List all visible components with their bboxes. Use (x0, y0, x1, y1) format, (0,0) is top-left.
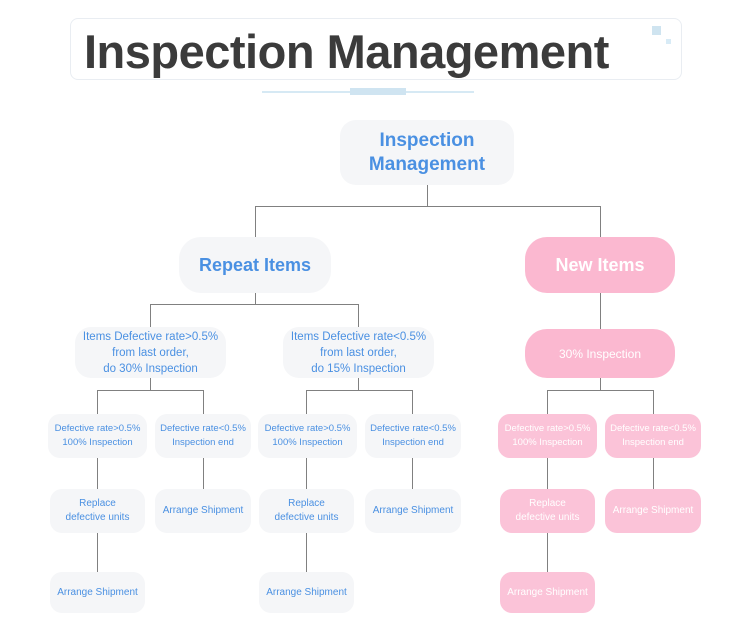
connector-root-horizontal (255, 206, 600, 207)
connector-new-horizontal (547, 390, 653, 391)
connector-new-30-down (600, 378, 601, 390)
connector-new-lt-down (653, 458, 654, 490)
node-repeat-low-arrange-shipment[interactable]: Arrange Shipment (365, 489, 461, 533)
connector-to-repeat-high-gt (97, 390, 98, 414)
connector-to-repeat-high-lt (203, 390, 204, 414)
connector-to-repeat-items (255, 206, 256, 237)
title-underline-accent (350, 88, 406, 95)
node-new-items[interactable]: New Items (525, 237, 675, 293)
decorative-square-icon (652, 26, 661, 35)
connector-repeat-high-lt-down (203, 458, 204, 490)
node-repeat-high-defective-gt[interactable]: Defective rate>0.5% 100% Inspection (48, 414, 147, 458)
connector-to-new-lt (653, 390, 654, 414)
node-new-replace-units[interactable]: Replace defective units (500, 489, 595, 533)
node-repeat-low-defective-lt[interactable]: Defective rate<0.5% Inspection end (365, 414, 461, 458)
connector-repeat-low-lt-down (412, 458, 413, 490)
node-repeat-items[interactable]: Repeat Items (179, 237, 331, 293)
node-repeat-high-final-shipment[interactable]: Arrange Shipment (50, 572, 145, 613)
node-new-defective-gt[interactable]: Defective rate>0.5% 100% Inspection (498, 414, 597, 458)
connector-new-items-down (600, 293, 601, 329)
connector-repeat-high-horizontal (97, 390, 203, 391)
connector-repeat-items-down (255, 293, 256, 304)
connector-to-new-items (600, 206, 601, 237)
connector-new-replace-down (547, 533, 548, 572)
node-repeat-high-replace-units[interactable]: Replace defective units (50, 489, 145, 533)
node-repeat-items-high-rate[interactable]: Items Defective rate>0.5% from last orde… (75, 327, 226, 378)
node-repeat-low-replace-units[interactable]: Replace defective units (259, 489, 354, 533)
connector-repeat-low-horizontal (306, 390, 412, 391)
connector-to-repeat-low-lt (412, 390, 413, 414)
connector-root-down (427, 185, 428, 206)
connector-repeat-low-replace-down (306, 533, 307, 572)
connector-repeat-high-replace-down (97, 533, 98, 572)
connector-new-gt-down (547, 458, 548, 490)
node-new-items-30-inspection[interactable]: 30% Inspection (525, 329, 675, 378)
node-repeat-low-defective-gt[interactable]: Defective rate>0.5% 100% Inspection (258, 414, 357, 458)
node-repeat-high-arrange-shipment[interactable]: Arrange Shipment (155, 489, 251, 533)
node-new-defective-lt[interactable]: Defective rate<0.5% Inspection end (605, 414, 701, 458)
node-repeat-high-defective-lt[interactable]: Defective rate<0.5% Inspection end (155, 414, 251, 458)
header-card (70, 18, 682, 80)
connector-to-new-gt (547, 390, 548, 414)
page-title: Inspection Management (84, 25, 609, 78)
connector-repeat-low-gt-down (306, 458, 307, 490)
connector-to-repeat-low (358, 304, 359, 327)
node-inspection-management[interactable]: Inspection Management (340, 120, 514, 185)
connector-to-repeat-low-gt (306, 390, 307, 414)
connector-repeat-high-down (150, 378, 151, 390)
connector-repeat-split-horizontal (150, 304, 358, 305)
connector-to-repeat-high (150, 304, 151, 327)
decorative-square-small-icon (666, 39, 671, 44)
node-repeat-low-final-shipment[interactable]: Arrange Shipment (259, 572, 354, 613)
connector-repeat-high-gt-down (97, 458, 98, 490)
node-new-arrange-shipment[interactable]: Arrange Shipment (605, 489, 701, 533)
node-repeat-items-low-rate[interactable]: Items Defective rate<0.5% from last orde… (283, 327, 434, 378)
connector-repeat-low-down (358, 378, 359, 390)
node-new-final-shipment[interactable]: Arrange Shipment (500, 572, 595, 613)
